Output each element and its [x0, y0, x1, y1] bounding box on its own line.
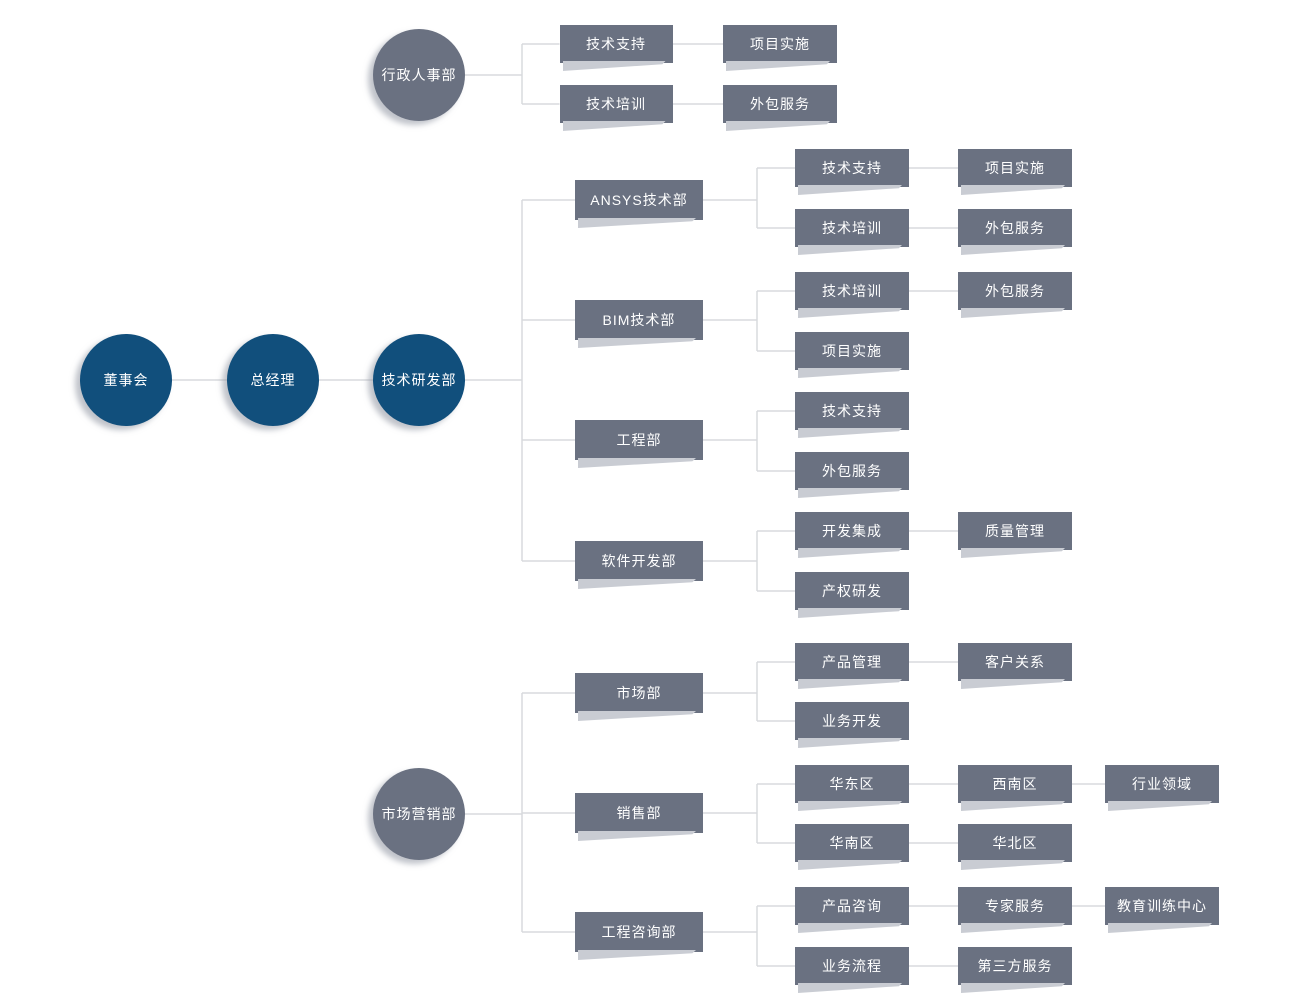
- org-node-market-dept: 市场部: [575, 673, 703, 713]
- org-node-sales-industry-field: 行业领域: [1105, 765, 1219, 803]
- org-node-sales-north: 华北区: [958, 824, 1072, 862]
- org-node-cons-biz-process: 业务流程: [795, 947, 909, 985]
- org-node-sw-dev-integration: 开发集成: [795, 512, 909, 550]
- org-node-bim-outsourcing: 外包服务: [958, 272, 1072, 310]
- org-node-admin-hr-dept: 行政人事部: [373, 29, 465, 121]
- org-node-mkt-customer-rel: 客户关系: [958, 643, 1072, 681]
- org-node-ansys-tech-support: 技术支持: [795, 149, 909, 187]
- org-node-adm-tech-support: 技术支持: [559, 25, 673, 63]
- org-node-sales-southwest: 西南区: [958, 765, 1072, 803]
- org-node-sales-dept: 销售部: [575, 793, 703, 833]
- org-node-marketing-dept: 市场营销部: [373, 768, 465, 860]
- org-node-board: 董事会: [80, 334, 172, 426]
- org-node-bim-dept: BIM技术部: [575, 300, 703, 340]
- org-node-adm-tech-training: 技术培训: [559, 85, 673, 123]
- org-node-general-manager: 总经理: [227, 334, 319, 426]
- org-node-cons-edu-training-center: 教育训练中心: [1105, 887, 1219, 925]
- org-node-eng-tech-support: 技术支持: [795, 392, 909, 430]
- org-node-ansys-dept: ANSYS技术部: [575, 180, 703, 220]
- org-node-sw-ip-rd: 产权研发: [795, 572, 909, 610]
- org-node-software-dev-dept: 软件开发部: [575, 541, 703, 581]
- org-node-adm-project-impl: 项目实施: [723, 25, 837, 63]
- org-node-eng-dept: 工程部: [575, 420, 703, 460]
- org-node-bim-tech-training: 技术培训: [795, 272, 909, 310]
- org-node-eng-outsourcing: 外包服务: [795, 452, 909, 490]
- org-node-eng-consult-dept: 工程咨询部: [575, 912, 703, 952]
- org-node-ansys-outsourcing: 外包服务: [958, 209, 1072, 247]
- org-node-mkt-product-mgmt: 产品管理: [795, 643, 909, 681]
- org-node-adm-outsourcing: 外包服务: [723, 85, 837, 123]
- org-node-cons-product-consult: 产品咨询: [795, 887, 909, 925]
- org-node-cons-third-party: 第三方服务: [958, 947, 1072, 985]
- org-node-tech-rd-dept: 技术研发部: [373, 334, 465, 426]
- org-node-ansys-tech-training: 技术培训: [795, 209, 909, 247]
- org-node-sales-east: 华东区: [795, 765, 909, 803]
- org-node-mkt-biz-dev: 业务开发: [795, 702, 909, 740]
- org-node-sw-quality-mgmt: 质量管理: [958, 512, 1072, 550]
- org-node-ansys-project-impl: 项目实施: [958, 149, 1072, 187]
- org-node-cons-expert-service: 专家服务: [958, 887, 1072, 925]
- org-node-bim-project-impl: 项目实施: [795, 332, 909, 370]
- org-node-sales-south: 华南区: [795, 824, 909, 862]
